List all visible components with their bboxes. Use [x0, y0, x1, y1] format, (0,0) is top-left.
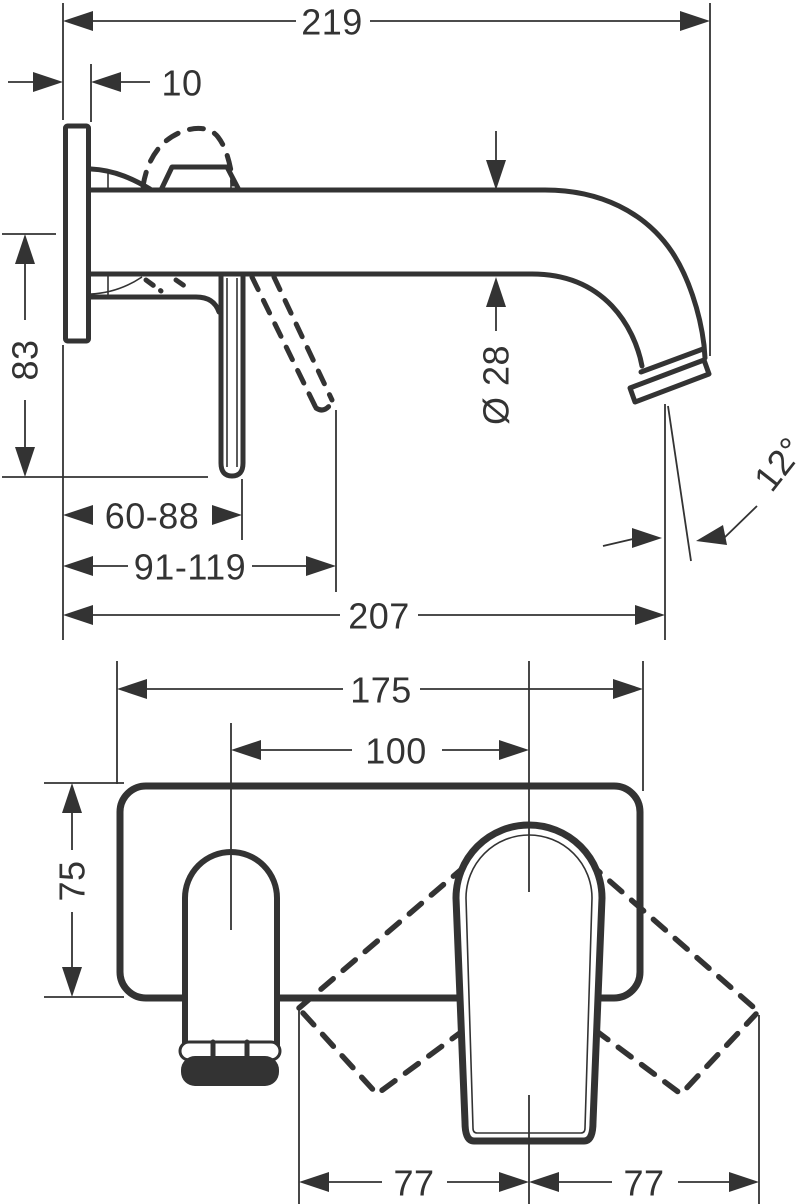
dim-83: 83	[5, 234, 46, 477]
arrowhead-right-icon	[613, 679, 643, 699]
body-fairing-top	[88, 166, 153, 192]
swing-dashed-lower-left	[300, 1010, 467, 1098]
dim-label-100: 100	[365, 731, 427, 772]
lever-handle-inner-lines	[226, 278, 238, 467]
handle-front-inner-outline	[465, 834, 593, 1134]
dim-label-60-88: 60-88	[105, 496, 200, 537]
dim-label-10: 10	[161, 63, 202, 104]
dim-label-175: 175	[350, 670, 412, 711]
angle-line	[667, 405, 692, 562]
dim-77-left: 77	[299, 1163, 529, 1204]
lever-rotated-dashed-2	[271, 274, 335, 403]
arrowhead-down-icon	[62, 967, 82, 997]
arrowhead-up-icon	[15, 234, 35, 264]
arrowhead-right-icon	[91, 72, 121, 92]
dim-100: 100	[231, 731, 529, 772]
dim-label-91-119: 91-119	[134, 547, 246, 588]
dim-175: 175	[117, 670, 643, 711]
arrowhead-left-icon	[33, 72, 63, 92]
swing-dashed-upper-right	[585, 859, 763, 1016]
valve-body-underside	[88, 294, 222, 315]
dim-75: 75	[52, 783, 93, 997]
dim-label-83: 83	[5, 339, 46, 380]
arrowhead-down-icon	[15, 447, 35, 477]
arrowhead-left-icon	[117, 679, 147, 699]
arrowhead-right-icon	[729, 1172, 759, 1192]
wall-plate-side	[63, 123, 91, 344]
arrowhead-down-icon	[486, 160, 506, 190]
arrowhead-right-icon	[632, 528, 662, 548]
arrowhead-left-icon	[63, 556, 93, 576]
dim-label-219: 219	[301, 2, 363, 43]
leader-right	[721, 505, 758, 541]
spout-top-edge	[88, 187, 708, 361]
dim-label-77-left: 77	[393, 1163, 434, 1204]
hidden-detail-dashes	[143, 277, 192, 294]
arrowhead-right-icon	[306, 556, 336, 576]
dim-angle-12: 12°	[602, 405, 811, 562]
arrowhead-up-icon	[486, 277, 506, 307]
dim-diameter-28: Ø 28	[476, 277, 517, 425]
ref-arrow-down	[486, 131, 506, 190]
side-view: 219 10 Ø 28 83	[2, 2, 811, 640]
spout-aerator-face	[181, 1056, 279, 1086]
body-fairing-bottom	[90, 276, 143, 295]
swing-dashed-lower-right	[592, 1011, 759, 1098]
arrowhead-right-icon	[635, 605, 665, 625]
arrowhead-right-icon	[212, 505, 242, 525]
handle-raised-dashed-outline	[140, 125, 236, 189]
dim-77-right: 77	[529, 1163, 759, 1204]
arrowhead-right-icon	[499, 740, 529, 760]
front-view: 175 100 75 77 77	[44, 661, 763, 1204]
dim-label-12deg: 12°	[746, 429, 811, 498]
spout-front	[182, 849, 280, 1053]
dim-60-88: 60-88	[63, 496, 242, 537]
dim-label-75: 75	[52, 860, 93, 901]
ticks-plate-height	[44, 782, 124, 998]
dim-label-207: 207	[348, 596, 410, 637]
arrowhead-left-icon	[63, 605, 93, 625]
arrowhead-left-icon	[529, 1172, 559, 1192]
spout-bottom-edge	[88, 271, 645, 369]
lever-rotated-dashed-1	[249, 274, 319, 411]
arrowhead-left-icon	[696, 525, 727, 545]
spout-aerator-cap	[627, 357, 712, 405]
arrowhead-left-icon	[299, 1172, 329, 1192]
arrowhead-left-icon	[63, 505, 93, 525]
dim-91-119: 91-119	[63, 547, 336, 588]
swing-dashed-upper-left	[296, 859, 473, 1011]
spout-aerator-rim	[638, 346, 706, 375]
arrowhead-left-icon	[63, 11, 93, 31]
dim-207: 207	[63, 596, 665, 637]
dim-10: 10	[8, 63, 202, 104]
leader-left	[602, 538, 634, 547]
arrowhead-left-icon	[231, 740, 261, 760]
dim-219: 219	[63, 2, 710, 43]
arrowhead-right-icon	[680, 11, 710, 31]
lever-rotated-dashed-cap	[313, 399, 335, 413]
dim-label-77-right: 77	[623, 1163, 664, 1204]
cartridge-cover	[158, 164, 242, 193]
dim-label-diameter: Ø 28	[476, 345, 517, 425]
handle-front	[452, 821, 606, 1145]
lever-handle-side	[218, 273, 246, 479]
arrowhead-right-icon	[499, 1172, 529, 1192]
arrowhead-up-icon	[62, 783, 82, 813]
